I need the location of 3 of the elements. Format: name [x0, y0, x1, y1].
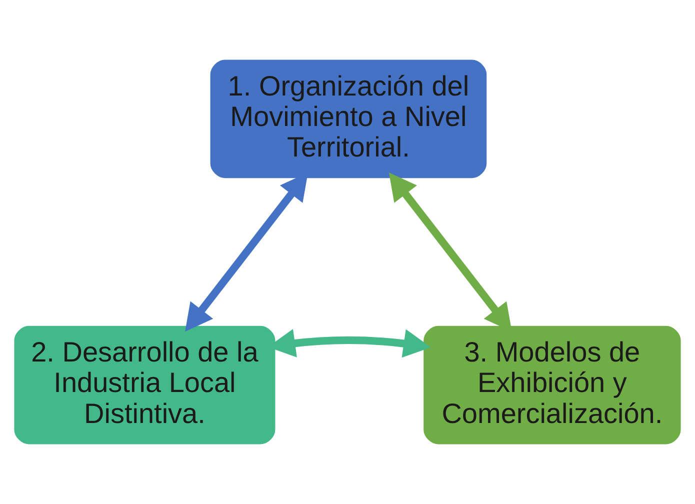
node-box: 2. Desarrollo de la Industria Local Distintiva.	[12, 324, 277, 446]
node-box: 1. Organización del Movimiento a Nivel Territorial.	[209, 58, 488, 180]
node-box: 3. Modelos de Exhibición y Comercialización.	[422, 324, 682, 446]
